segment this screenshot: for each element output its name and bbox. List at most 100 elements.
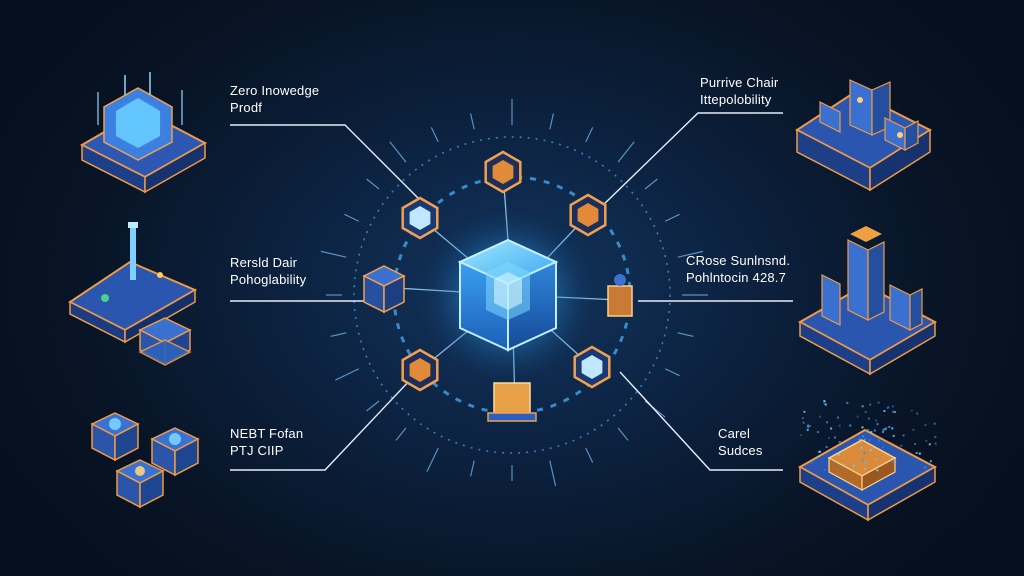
tick-mark (366, 178, 380, 190)
data-particle (914, 443, 916, 445)
data-particle (929, 460, 932, 463)
top-left-chip-platform-icon (79, 72, 208, 194)
data-particle (863, 438, 866, 441)
tag-node-icon (607, 274, 633, 317)
data-particle (892, 405, 894, 408)
tick-mark (617, 427, 629, 441)
data-particle (852, 464, 855, 467)
data-particle (877, 439, 880, 442)
data-particle (837, 453, 840, 456)
connector-bottom-right (619, 371, 783, 471)
data-particle (868, 439, 871, 442)
tick-mark (549, 113, 554, 130)
label-top-right: Purrive Chair Ittepolobility (700, 74, 778, 108)
data-particle (918, 452, 921, 455)
label-mid-left-line2: Pohoglability (230, 272, 307, 287)
tick-mark (395, 427, 407, 441)
data-particle (826, 421, 829, 424)
data-particle (810, 461, 813, 464)
label-mid-right-line1: CRose Sunlnsnd. (686, 253, 791, 268)
data-particle (894, 411, 897, 414)
data-particle (924, 466, 927, 469)
data-particle (875, 458, 878, 461)
tick-mark (585, 127, 594, 143)
top-right-city-platform-icon (795, 79, 933, 192)
data-particle (902, 434, 905, 437)
label-bottom-right-line2: Sudces (718, 443, 763, 458)
data-particle (828, 436, 830, 439)
bottom-right-chip-platform-icon (797, 400, 938, 522)
tick-mark (677, 332, 694, 337)
connector-bottom-left (230, 377, 413, 471)
data-particle (834, 436, 836, 439)
label-top-left-line1: Zero Inowedge (230, 83, 320, 98)
tick-mark (430, 127, 439, 143)
data-particle (863, 461, 866, 464)
data-particle (861, 426, 864, 429)
tick-mark (677, 250, 704, 258)
data-particle (856, 415, 859, 418)
data-particle (912, 428, 915, 431)
data-particle (892, 460, 895, 463)
data-particle (846, 401, 849, 404)
data-particle (934, 442, 937, 445)
data-particle (819, 415, 821, 418)
data-particle (863, 451, 866, 454)
connector-top-right (599, 112, 783, 209)
central-glowing-cube-icon (413, 201, 603, 391)
label-bottom-right-line1: Carel (718, 426, 751, 441)
data-particle (823, 400, 826, 403)
blue-hex-node-icon (573, 345, 611, 389)
data-particle (885, 426, 888, 429)
tick-mark (344, 213, 360, 222)
label-top-right-line2: Ittepolobility (700, 92, 772, 107)
data-particle (838, 441, 841, 443)
data-particle (858, 438, 861, 441)
data-particle (837, 467, 840, 469)
data-particle (882, 428, 885, 431)
label-mid-right: CRose Sunlnsnd. Pohlntocin 428.7 (686, 252, 790, 286)
data-particle (925, 439, 928, 442)
folder-node-icon (487, 382, 537, 422)
data-particle (802, 421, 805, 424)
label-mid-right-line2: Pohlntocin 428.7 (686, 270, 787, 285)
data-particle (823, 469, 826, 471)
data-particle (806, 428, 809, 431)
data-particle (861, 405, 864, 408)
tick-mark (644, 178, 658, 190)
orange-hex-node-icon (484, 150, 522, 194)
data-particles (800, 400, 937, 472)
data-particle (838, 424, 841, 427)
data-particle (888, 425, 891, 428)
data-particle (877, 401, 880, 404)
tick-mark (320, 250, 347, 258)
label-mid-left: Rersld Dair Pohoglability (230, 254, 306, 288)
data-particle (816, 431, 819, 434)
data-particle (900, 444, 903, 447)
data-particle (830, 427, 833, 430)
server-block-node-icon (362, 265, 406, 314)
data-particle (933, 422, 936, 425)
data-particle (869, 403, 872, 406)
label-top-left: Zero Inowedge Prodf (230, 82, 319, 116)
data-particle (928, 443, 931, 446)
outer-dotted-ring (353, 136, 671, 454)
label-mid-left-line1: Rersld Dair (230, 255, 298, 270)
data-particle (884, 428, 887, 431)
data-particle (842, 463, 845, 466)
data-particle (864, 467, 867, 470)
data-particle (823, 402, 826, 405)
data-particle (924, 424, 927, 427)
data-particle (862, 435, 864, 438)
label-bottom-left: NEBT Fofan PTJ CIIP (230, 425, 303, 459)
data-particle (861, 458, 864, 461)
tick-mark (426, 447, 439, 472)
tick-mark (470, 460, 475, 477)
data-particle (892, 434, 895, 437)
data-particle (882, 446, 885, 449)
data-particle (870, 431, 873, 434)
tick-mark (389, 141, 407, 163)
label-bottom-left-line2: PTJ CIIP (230, 443, 284, 458)
data-particle (864, 411, 867, 413)
